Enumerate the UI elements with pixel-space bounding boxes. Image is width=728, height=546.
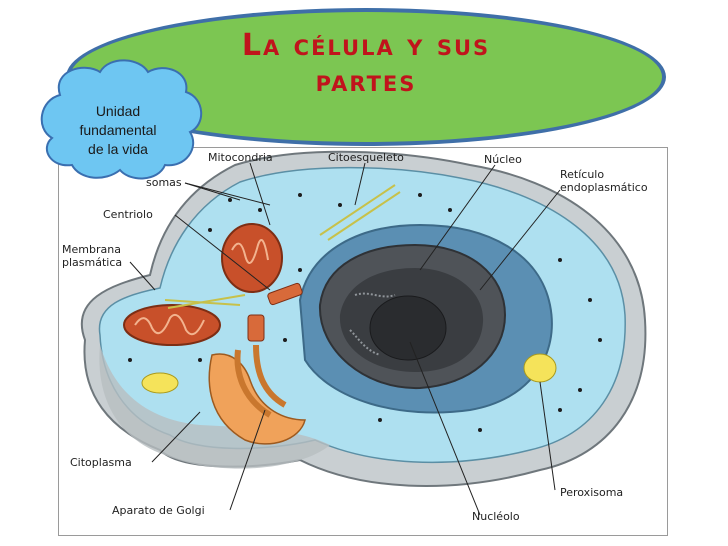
label-membrana-line-2: plasmática [62, 256, 122, 269]
label-mitocondria: Mitocondria [208, 151, 273, 164]
mitochondrion [123, 304, 221, 346]
centriole [267, 282, 303, 306]
label-membrana-line-1: Membrana [62, 243, 121, 256]
cytoskeleton-filament [327, 191, 401, 241]
cloud-callout-shape [40, 59, 203, 180]
cloud-callout-text: Unidad fundamental de la vida [62, 102, 174, 159]
peroxisome [141, 372, 179, 394]
label-reticulo-line-2: endoplasmático [560, 181, 648, 194]
cytoskeleton-filament [319, 184, 396, 236]
leader-lines [129, 162, 561, 516]
page-title: La célula y sus partes [170, 28, 562, 100]
chromatin [354, 292, 396, 298]
label-ribosomas: somas [146, 176, 182, 189]
title-line-1: La célula y sus [241, 28, 491, 63]
label-citoplasma: Citoplasma [70, 456, 132, 469]
callout-line-3: de la vida [88, 141, 148, 157]
label-peroxisoma: Peroxisoma [560, 486, 623, 499]
peroxisome [523, 353, 557, 383]
callout-line-1: Unidad [95, 103, 141, 119]
label-reticulo-line-1: Retículo [560, 168, 604, 181]
label-nucleo: Núcleo [484, 153, 522, 166]
mitochondrion [221, 223, 283, 293]
ribosomes [128, 193, 602, 432]
label-nucleolo: Nucléolo [472, 510, 520, 523]
label-citoesqueleto: Citoesqueleto [328, 151, 404, 164]
title-line-2: partes [315, 64, 417, 99]
golgi-apparatus [208, 344, 306, 445]
cytoskeleton-filament [167, 294, 246, 309]
callout-line-2: fundamental [79, 122, 157, 138]
label-centriolo: Centriolo [103, 208, 153, 221]
centriole [247, 314, 265, 342]
nucleolus [369, 295, 447, 361]
label-aparato-golgi: Aparato de Golgi [112, 504, 205, 517]
